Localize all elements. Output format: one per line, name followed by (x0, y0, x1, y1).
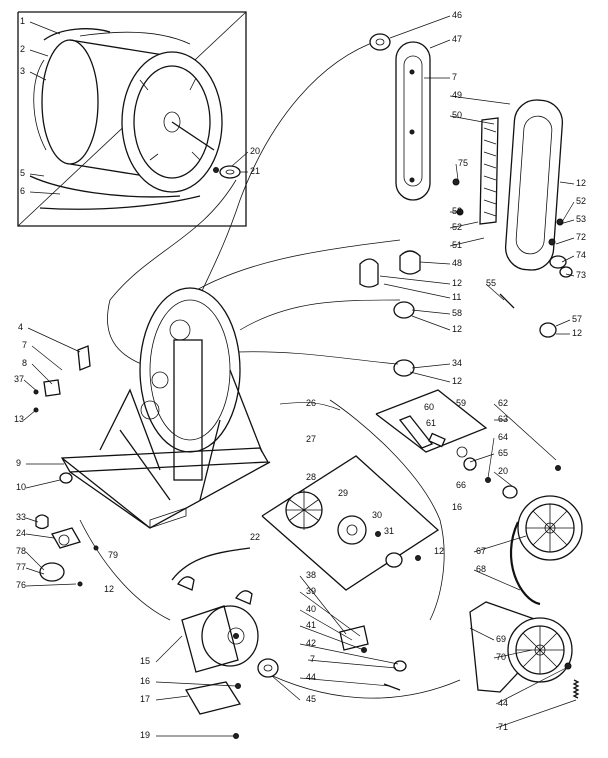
part-label: 55 (486, 278, 496, 288)
idler-parts (35, 514, 99, 587)
leader-lines (23, 15, 577, 737)
part-label: 33 (16, 512, 26, 522)
blower-assembly (261, 402, 440, 591)
part-label: 9 (16, 458, 21, 468)
part-labels: 1 2 3 5 6 20 21 46 47 7 49 50 75 52 52 5… (14, 10, 586, 740)
part-label: 16 (452, 502, 462, 512)
door-switch-parts (33, 345, 91, 484)
part-label: 39 (306, 586, 316, 596)
part-label: 78 (16, 546, 26, 556)
part-label: 26 (306, 398, 316, 408)
part-label: 74 (576, 250, 586, 260)
part-label: 27 (306, 434, 316, 444)
part-label: 12 (576, 178, 586, 188)
part-label: 12 (452, 324, 462, 334)
part-label: 59 (456, 398, 466, 408)
part-label: 10 (16, 482, 26, 492)
part-label: 68 (476, 564, 486, 574)
part-label: 44 (498, 698, 508, 708)
part-label: 6 (20, 186, 25, 196)
part-label: 62 (498, 398, 508, 408)
part-label: 69 (496, 634, 506, 644)
part-label: 51 (452, 240, 462, 250)
part-label: 52 (452, 206, 462, 216)
part-label: 50 (452, 110, 462, 120)
part-label: 12 (452, 376, 462, 386)
motor-pulley (469, 601, 580, 699)
part-label: 77 (16, 562, 26, 572)
part-label: 12 (452, 278, 462, 288)
part-label: 41 (306, 620, 316, 630)
part-label: 49 (452, 90, 462, 100)
part-label: 4 (18, 322, 23, 332)
part-label: 31 (384, 526, 394, 536)
part-label: 72 (576, 232, 586, 242)
idler-shaft-kit (375, 389, 518, 499)
heater-housing (452, 99, 573, 338)
part-label: 15 (140, 656, 150, 666)
part-label: 21 (250, 166, 260, 176)
part-label: 19 (140, 730, 150, 740)
part-label: 76 (16, 580, 26, 590)
part-label: 5 (20, 168, 25, 178)
part-label: 29 (338, 488, 348, 498)
front-seal-parts (369, 33, 431, 201)
part-label: 7 (452, 72, 457, 82)
part-label: 1 (20, 16, 25, 26)
part-label: 7 (310, 654, 315, 664)
part-label: 64 (498, 432, 508, 442)
part-label: 13 (14, 414, 24, 424)
part-label: 20 (498, 466, 508, 476)
dryer-frame (60, 287, 271, 529)
part-label: 24 (16, 528, 26, 538)
part-label: 52 (452, 222, 462, 232)
part-label: 70 (496, 652, 506, 662)
drive-belt-path (79, 39, 461, 699)
part-label: 20 (250, 146, 260, 156)
part-label: 65 (498, 448, 508, 458)
part-label: 48 (452, 258, 462, 268)
part-label: 28 (306, 472, 316, 482)
part-label: 44 (306, 672, 316, 682)
part-label: 52 (576, 196, 586, 206)
part-label: 34 (452, 358, 462, 368)
part-label: 12 (434, 546, 444, 556)
part-label: 73 (576, 270, 586, 280)
part-label: 75 (458, 158, 468, 168)
part-label: 38 (306, 570, 316, 580)
idler-pulley (257, 625, 407, 691)
part-label: 45 (306, 694, 316, 704)
part-label: 79 (108, 550, 118, 560)
part-label: 22 (250, 532, 260, 542)
part-label: 53 (576, 214, 586, 224)
part-label: 3 (20, 66, 25, 76)
part-label: 57 (572, 314, 582, 324)
drum-pulley (509, 465, 583, 606)
part-label: 7 (22, 340, 27, 350)
drive-motor (171, 547, 259, 739)
part-label: 63 (498, 414, 508, 424)
part-label: 12 (572, 328, 582, 338)
part-label: 46 (452, 10, 462, 20)
part-label: 61 (426, 418, 436, 428)
part-label: 67 (476, 546, 486, 556)
part-label: 47 (452, 34, 462, 44)
part-label: 60 (424, 402, 434, 412)
part-label: 11 (452, 292, 461, 302)
part-label: 40 (306, 604, 316, 614)
part-label: 17 (140, 694, 150, 704)
part-label: 8 (22, 358, 27, 368)
part-label: 12 (104, 584, 114, 594)
drum-inset (17, 11, 247, 227)
part-label: 71 (498, 722, 508, 732)
part-label: 37 (14, 374, 24, 384)
part-label: 66 (456, 480, 466, 490)
thermostat-parts (235, 250, 421, 377)
part-label: 30 (372, 510, 382, 520)
part-label: 58 (452, 308, 462, 318)
part-label: 2 (20, 44, 25, 54)
part-label: 42 (306, 638, 316, 648)
part-label: 16 (140, 676, 150, 686)
